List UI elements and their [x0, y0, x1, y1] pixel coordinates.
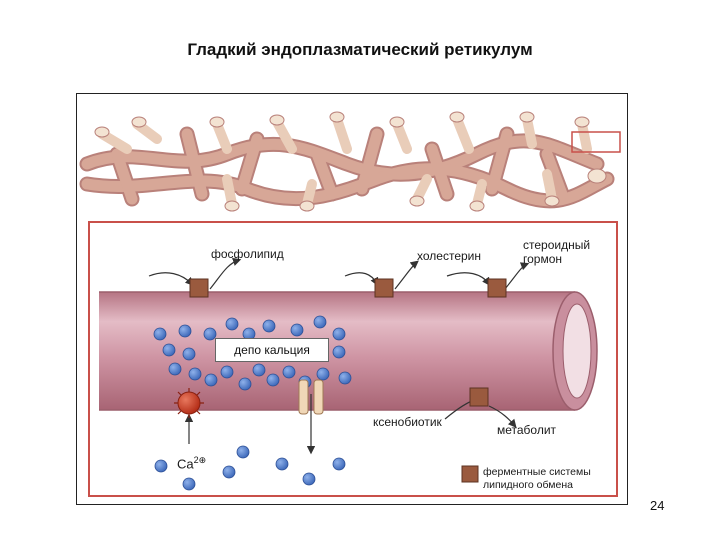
page-number: 24	[650, 498, 665, 513]
calcium-ion-base: Ca	[177, 456, 194, 472]
legend-line2: липидного обмена	[483, 479, 573, 491]
legend-enzyme-swatch	[461, 465, 479, 483]
calcium-depot-label: депо кальция	[215, 338, 329, 362]
arrow-steroid-in	[446, 272, 491, 286]
er-diagram	[79, 111, 621, 497]
label-calcium-ion: Ca2⊕	[177, 454, 206, 470]
label-steroid-hormone-line2: гормон	[523, 252, 563, 266]
label-steroid-hormone-line1: стероидный	[523, 238, 591, 252]
slide-title: Гладкий эндоплазматический ретикулум	[187, 40, 533, 59]
arrow-phospholipid-in	[148, 272, 194, 286]
legend-line1: ферментные системы	[483, 466, 591, 478]
label-cholesterol: холестерин	[417, 249, 481, 263]
enzyme-xenobiotic	[469, 387, 489, 407]
arrow-phospholipid-out	[209, 257, 242, 290]
label-metabolite: метаболит	[497, 423, 557, 437]
label-phospholipid: фосфолипид	[211, 247, 284, 261]
calcium-ion-charge: 2⊕	[193, 455, 207, 465]
calcium-pump	[174, 388, 204, 418]
er-membrane-tube	[99, 291, 598, 411]
label-xenobiotic: ксенобиотик	[373, 415, 442, 429]
zoom-indicator-box	[571, 131, 621, 153]
figure-frame: фосфолипид холестерин стероидный гормон …	[76, 93, 628, 505]
enzyme-phospholipid	[189, 278, 209, 298]
smooth-er-network	[79, 111, 621, 212]
arrow-steroid-out	[504, 262, 530, 290]
calcium-ions-depot	[153, 315, 352, 391]
arrow-metabolite-out	[488, 405, 517, 428]
arrow-cholesterol-out	[394, 260, 419, 290]
calcium-channel	[298, 379, 324, 415]
enzyme-cholesterol	[374, 278, 394, 298]
calcium-ions-cytosol	[154, 445, 346, 491]
enzyme-steroid	[487, 278, 507, 298]
